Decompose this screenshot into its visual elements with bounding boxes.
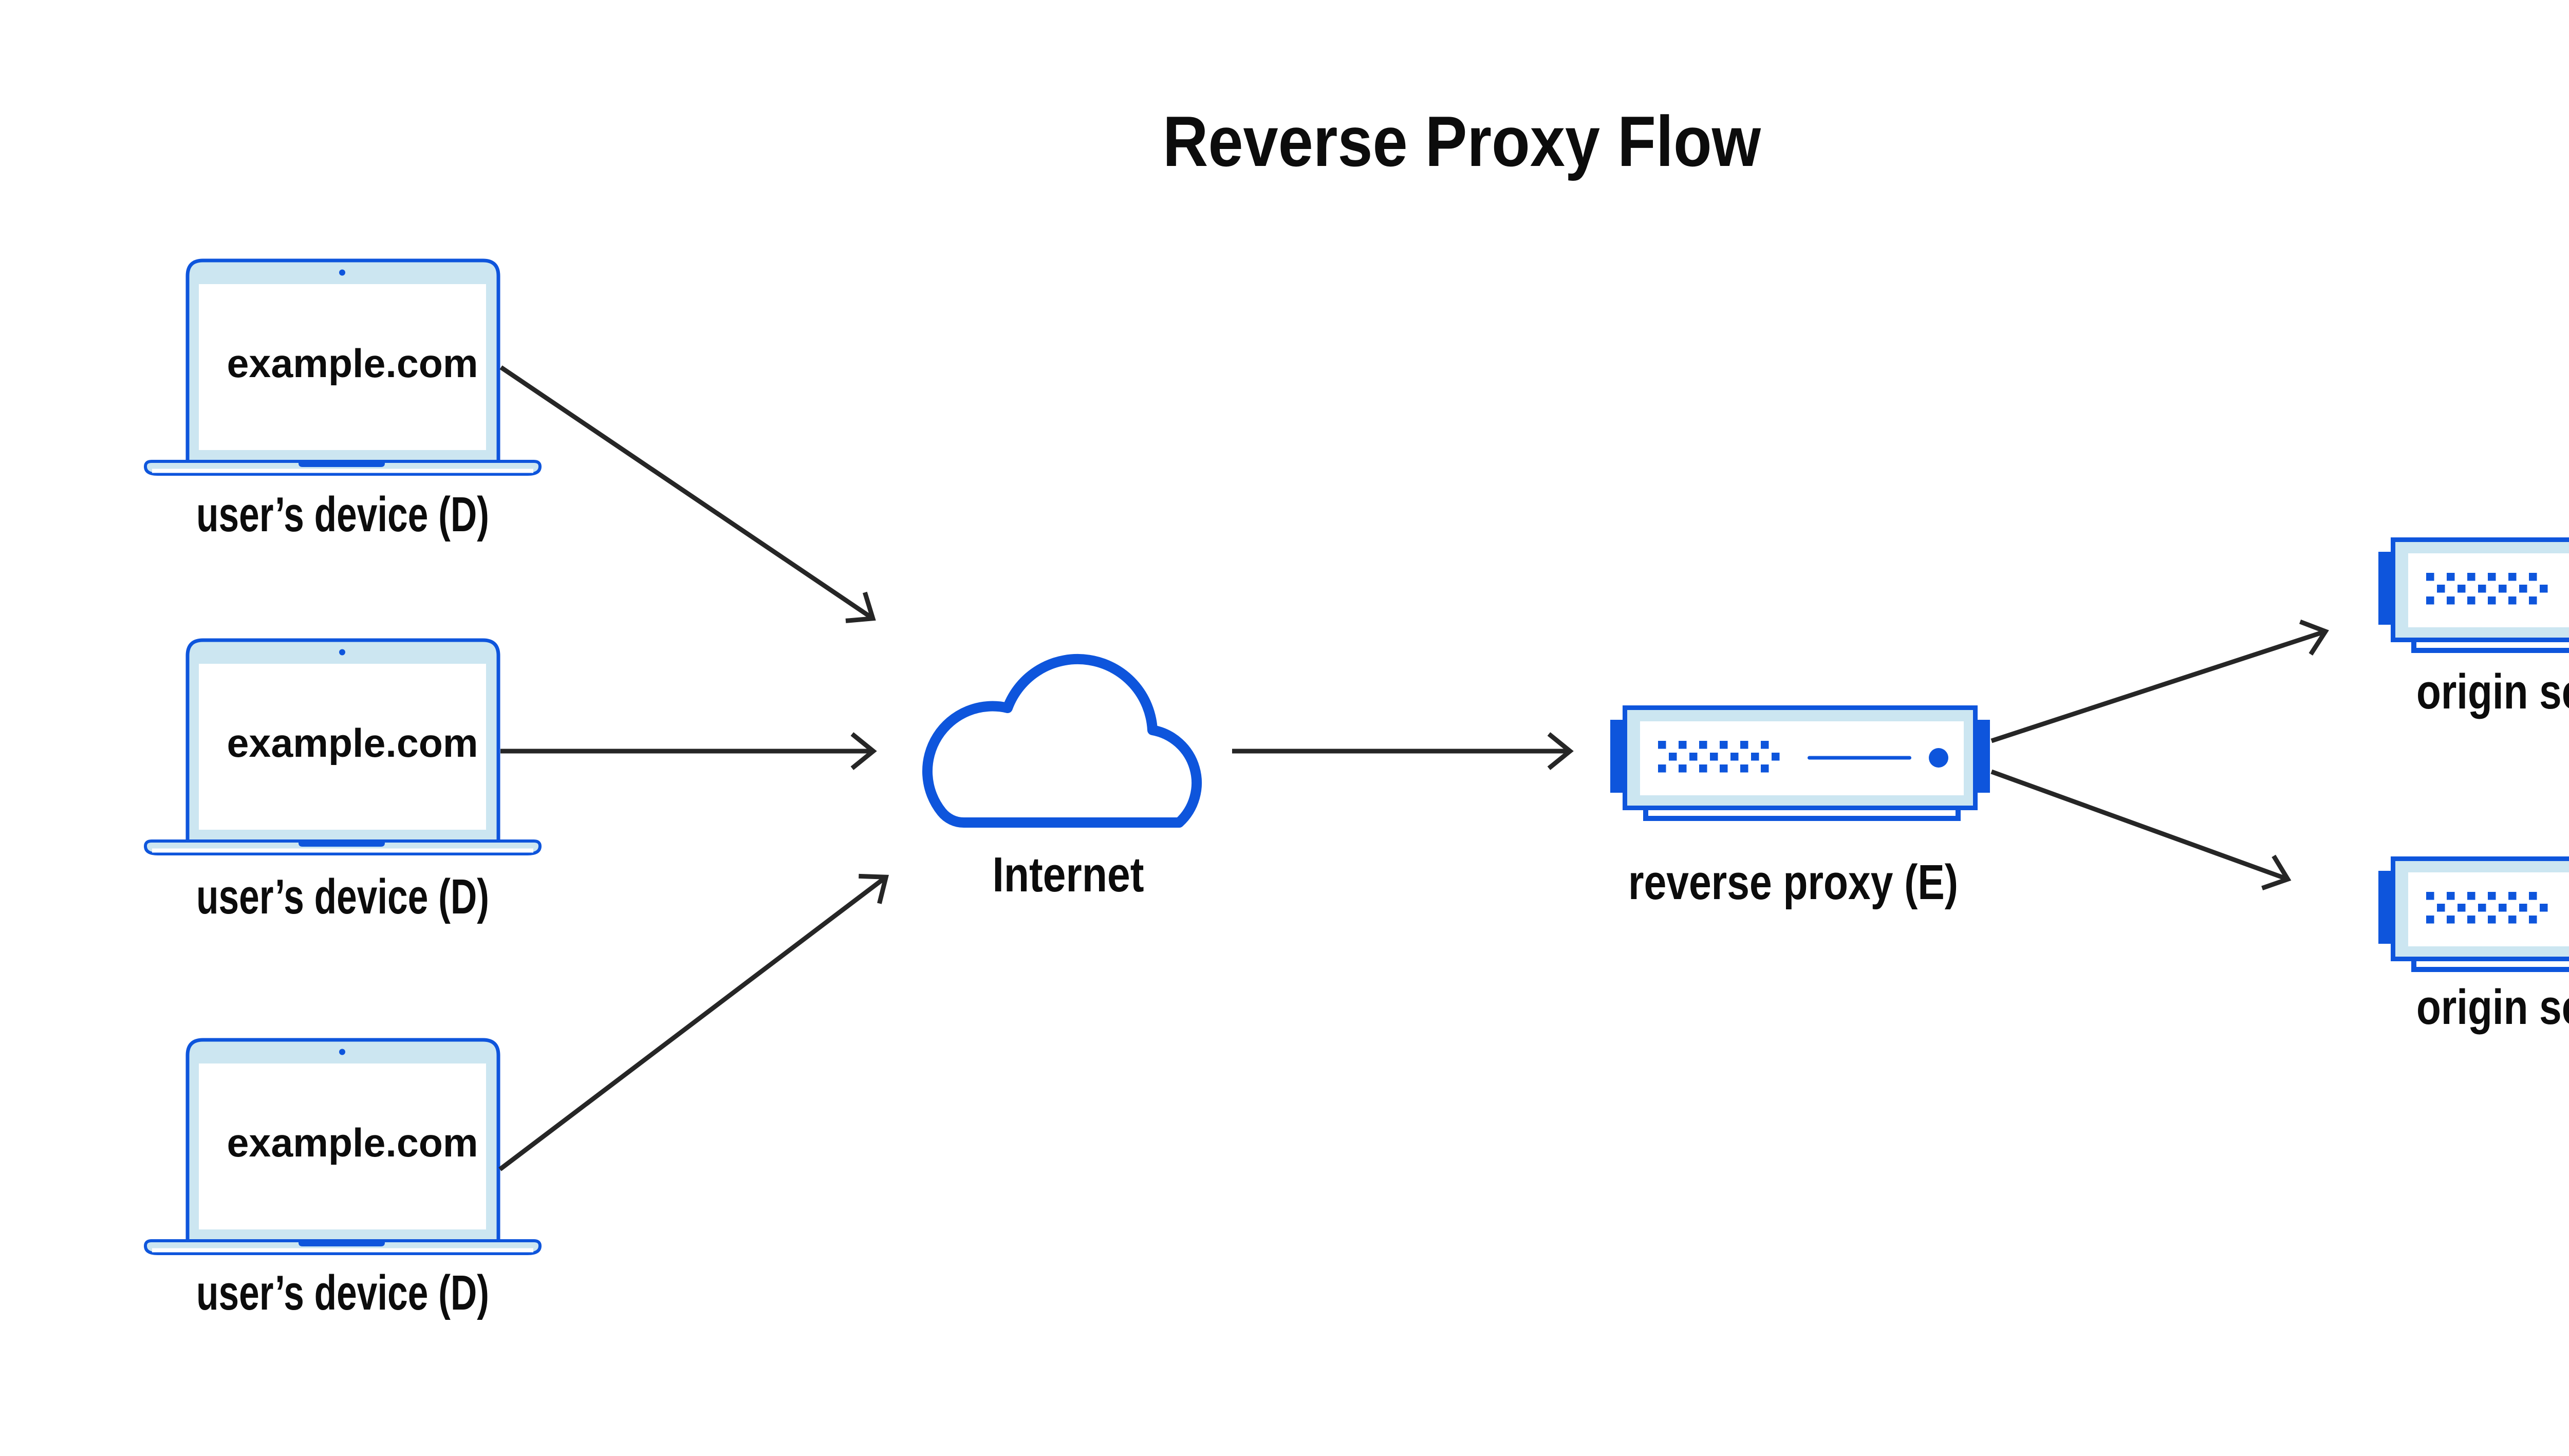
svg-text:user’s device (D): user’s device (D) — [196, 1265, 489, 1320]
svg-text:user’s device (D): user’s device (D) — [196, 487, 489, 542]
svg-text:Reverse Proxy Flow: Reverse Proxy Flow — [1163, 102, 1761, 181]
svg-text:Internet: Internet — [993, 847, 1144, 902]
svg-text:reverse proxy (E): reverse proxy (E) — [1628, 855, 1958, 910]
svg-text:user’s device (D): user’s device (D) — [196, 869, 489, 924]
svg-text:origin server (F): origin server (F) — [2416, 664, 2569, 719]
svg-text:origin server (F): origin server (F) — [2416, 980, 2569, 1035]
